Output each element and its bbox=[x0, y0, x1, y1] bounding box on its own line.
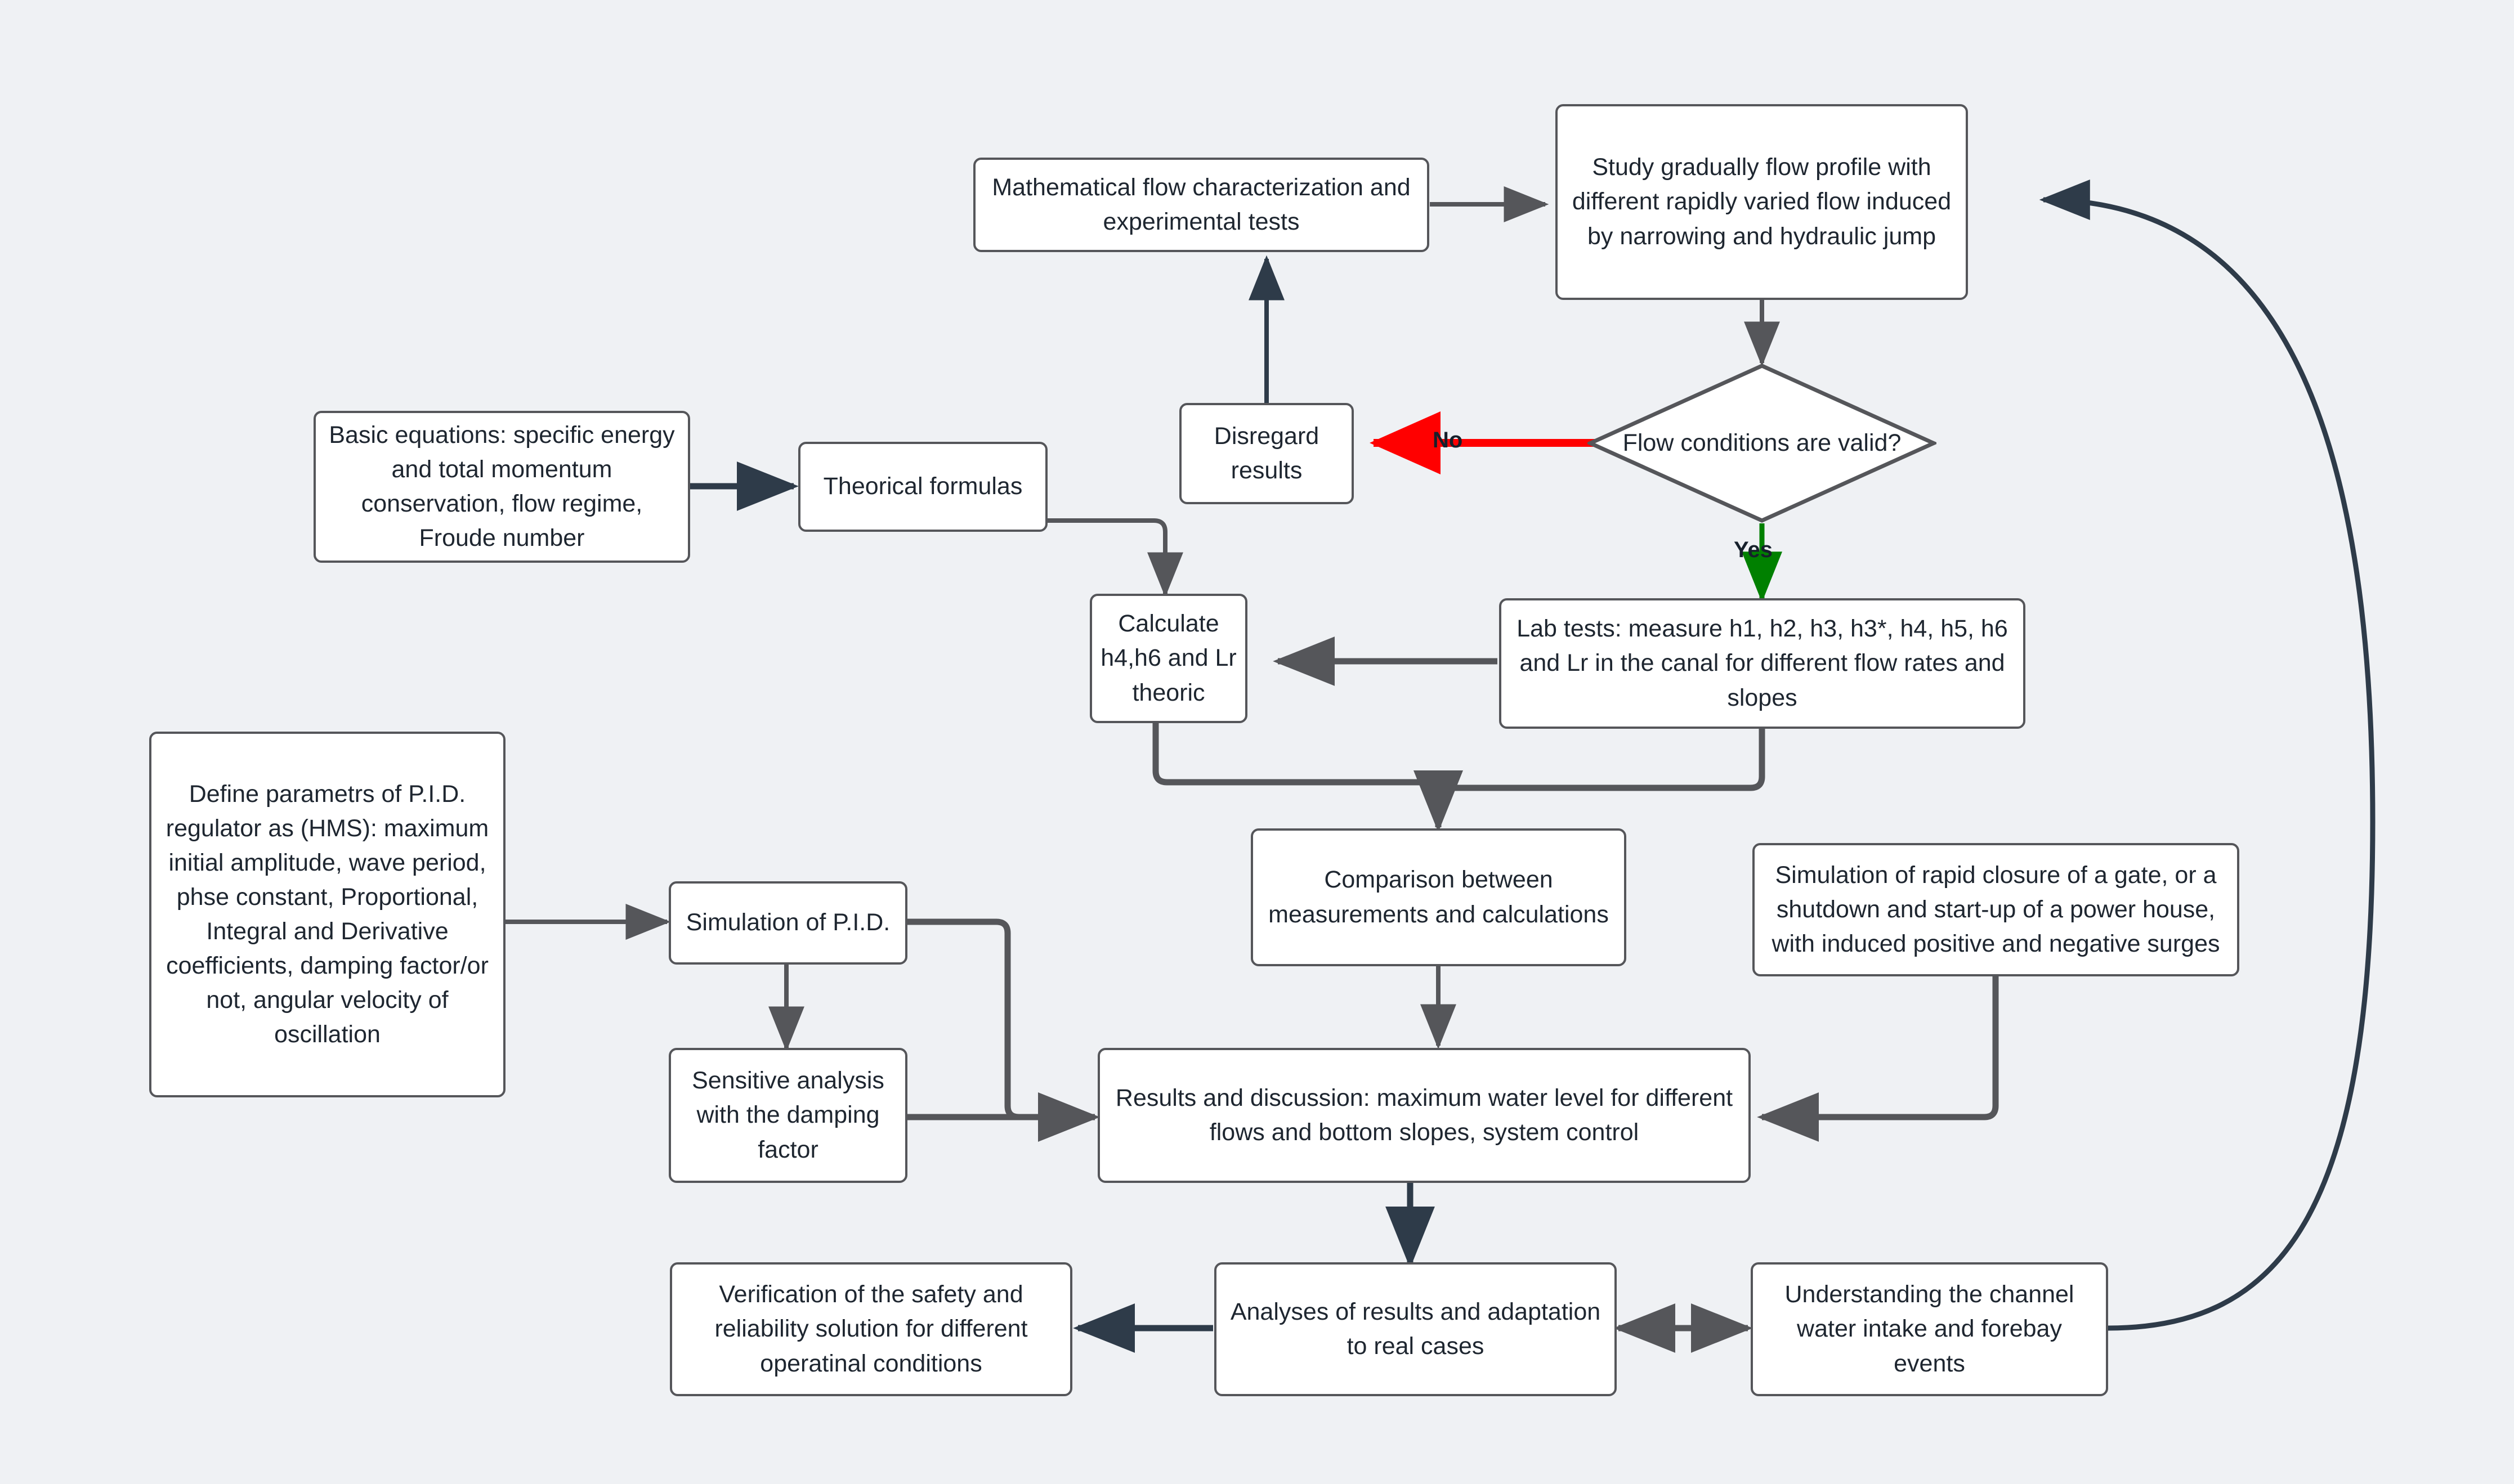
node-simulation-rapid-closure[interactable]: Simulation of rapid closure of a gate, o… bbox=[1752, 843, 2239, 976]
diamond-shape bbox=[1587, 364, 1936, 523]
node-define-pid-parameters[interactable]: Define parametrs of P.I.D. regulator as … bbox=[149, 732, 506, 1097]
node-label: Basic equations: specific energy and tot… bbox=[329, 421, 675, 552]
node-simulation-pid[interactable]: Simulation of P.I.D. bbox=[669, 881, 907, 965]
edge-label-yes: Yes bbox=[1734, 537, 1773, 562]
node-flow-conditions-decision[interactable]: Flow conditions are valid? bbox=[1587, 363, 1936, 523]
edge-rapidclosure-to-results bbox=[1757, 975, 1999, 1142]
edge-simpid-to-results bbox=[906, 918, 1100, 1142]
node-lab-tests[interactable]: Lab tests: measure h1, h2, h3, h3*, h4, … bbox=[1499, 598, 2025, 729]
node-theorical-formulas[interactable]: Theorical formulas bbox=[798, 442, 1048, 532]
node-study-flow-profile[interactable]: Study gradually flow profile with differ… bbox=[1555, 104, 1968, 300]
node-label: Sensitive analysis with the damping fact… bbox=[692, 1067, 884, 1163]
node-label: Disregard results bbox=[1214, 422, 1319, 484]
node-math-characterization[interactable]: Mathematical flow characterization and e… bbox=[973, 158, 1429, 252]
node-analyses-results[interactable]: Analyses of results and adaptation to re… bbox=[1214, 1262, 1617, 1396]
node-comparison[interactable]: Comparison between measurements and calc… bbox=[1251, 828, 1626, 966]
node-label: Analyses of results and adaptation to re… bbox=[1230, 1298, 1601, 1360]
node-label: Simulation of P.I.D. bbox=[686, 909, 891, 936]
edge-understanding-to-study-loop bbox=[2039, 180, 2376, 1331]
node-label: Theorical formulas bbox=[823, 473, 1023, 500]
node-label: Lab tests: measure h1, h2, h3, h3*, h4, … bbox=[1517, 615, 2008, 711]
node-label: Mathematical flow characterization and e… bbox=[992, 173, 1411, 235]
node-calculate-theoric[interactable]: Calculate h4,h6 and Lr theoric bbox=[1090, 594, 1247, 723]
node-verification-safety[interactable]: Verification of the safety and reliabili… bbox=[670, 1262, 1072, 1396]
edge-calculate-to-comparison bbox=[1152, 720, 1463, 832]
edge-label-no: No bbox=[1433, 428, 1463, 452]
node-label: Flow conditions are valid? bbox=[1622, 429, 1902, 456]
node-label: Understanding the channel water intake a… bbox=[1784, 1281, 2074, 1377]
node-disregard-results[interactable]: Disregard results bbox=[1179, 403, 1354, 504]
node-basic-equations[interactable]: Basic equations: specific energy and tot… bbox=[314, 411, 690, 563]
node-results-discussion[interactable]: Results and discussion: maximum water le… bbox=[1098, 1048, 1751, 1183]
node-label: Results and discussion: maximum water le… bbox=[1115, 1084, 1733, 1146]
node-label: Study gradually flow profile with differ… bbox=[1572, 154, 1952, 250]
edge-labtests-to-comparison bbox=[1413, 726, 1765, 832]
node-sensitive-analysis[interactable]: Sensitive analysis with the damping fact… bbox=[669, 1048, 907, 1183]
node-label: Verification of the safety and reliabili… bbox=[714, 1281, 1028, 1377]
node-label: Comparison between measurements and calc… bbox=[1268, 866, 1609, 928]
node-label: Simulation of rapid closure of a gate, o… bbox=[1772, 861, 2220, 958]
node-understanding-channel[interactable]: Understanding the channel water intake a… bbox=[1751, 1262, 2108, 1396]
node-label: Calculate h4,h6 and Lr theoric bbox=[1101, 610, 1237, 706]
edge-theorical-to-calculate bbox=[1047, 518, 1183, 598]
node-label: Define parametrs of P.I.D. regulator as … bbox=[165, 780, 489, 1048]
